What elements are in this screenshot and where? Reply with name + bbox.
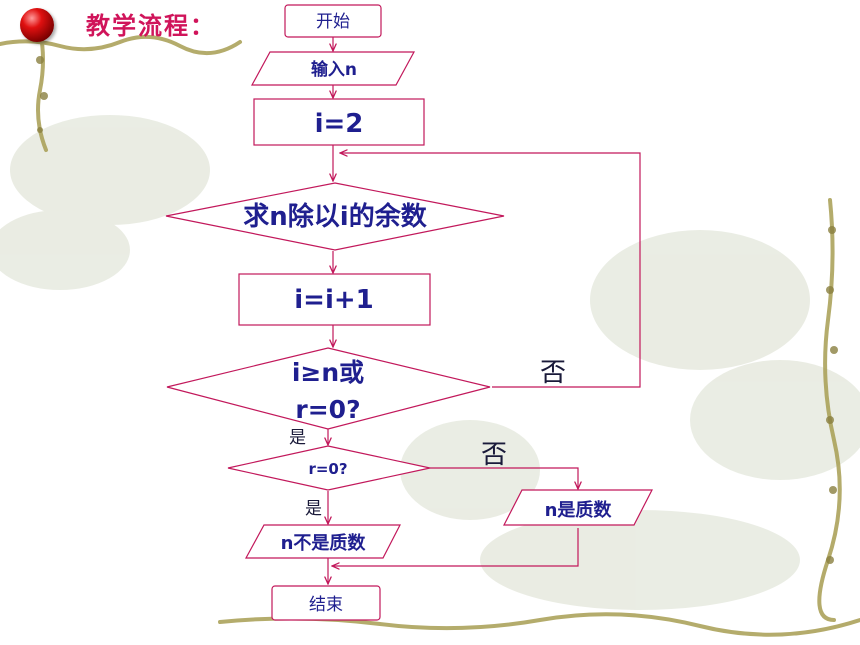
label-init: i=2 xyxy=(315,109,364,139)
node-input xyxy=(250,51,416,86)
node-init xyxy=(253,98,425,146)
label-start: 开始 xyxy=(316,12,350,32)
node-prime xyxy=(503,489,653,526)
node-not-prime xyxy=(244,524,401,559)
node-loop-cond xyxy=(166,347,491,430)
label-not-prime: n不是质数 xyxy=(281,532,367,554)
edge-prime-end xyxy=(332,528,579,566)
label-r-check: r=0? xyxy=(308,460,347,478)
node-increment xyxy=(238,273,431,326)
page-title: 教学流程： xyxy=(86,11,216,40)
label-remainder: 求n除以i的余数 xyxy=(243,201,427,232)
node-end xyxy=(271,585,381,621)
flow-labels: 开始 输入n i=2 求n除以i的余数 i=i+1 i≥n或 r=0? r=0?… xyxy=(243,12,612,615)
label-end: 结束 xyxy=(309,595,343,615)
node-r-check xyxy=(227,445,431,491)
label-increment: i=i+1 xyxy=(294,285,374,315)
label-r-no: 否 xyxy=(481,440,507,470)
node-start xyxy=(284,4,382,38)
label-prime: n是质数 xyxy=(545,499,613,521)
label-loop-no: 否 xyxy=(540,358,566,388)
flow-nodes xyxy=(165,4,653,621)
label-r-yes: 是 xyxy=(305,499,322,519)
label-loop-cond-1: i≥n或 xyxy=(292,358,364,387)
label-loop-yes: 是 xyxy=(289,428,306,448)
bullet-icon xyxy=(20,8,54,42)
edge-labels: 否 是 否 是 xyxy=(289,358,566,519)
edge-r-no xyxy=(430,467,578,489)
label-loop-cond-2: r=0? xyxy=(295,395,360,424)
edge-loop-no xyxy=(340,153,641,388)
label-input: 输入n xyxy=(311,59,357,80)
flow-edges xyxy=(328,37,641,584)
node-remainder xyxy=(165,182,505,251)
